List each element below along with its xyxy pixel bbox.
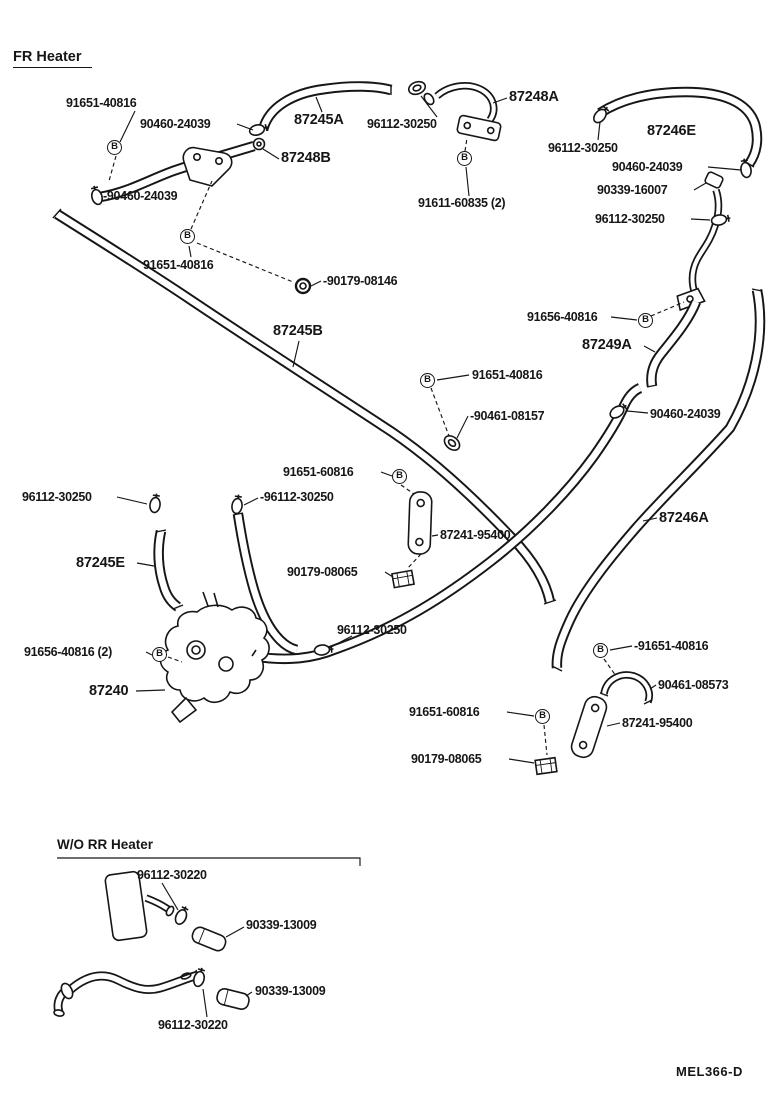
cushion-90179-08065-lower bbox=[534, 756, 558, 776]
part-label: 96112-30220 bbox=[137, 868, 207, 882]
part-label: 96112-30250 bbox=[22, 490, 92, 504]
grommet-90179-08146 bbox=[294, 277, 312, 295]
part-label: 91651-40816 bbox=[66, 96, 137, 110]
part-label: -90179-08146 bbox=[323, 274, 398, 288]
part-label: 90460-24039 bbox=[650, 407, 721, 421]
bolt-marker: B bbox=[392, 469, 407, 484]
stay-87241-95400-lower bbox=[570, 695, 608, 759]
part-label: 90179-08065 bbox=[287, 565, 358, 579]
part-label: -90461-08157 bbox=[470, 409, 545, 423]
bolt-marker: B bbox=[593, 643, 608, 658]
part-label: 87248A bbox=[509, 89, 559, 105]
bolt-marker: B bbox=[107, 140, 122, 155]
part-label: 87240 bbox=[89, 683, 129, 699]
part-label: 91656-40816 bbox=[527, 310, 598, 324]
section-title-wo-rr-heater: W/O RR Heater bbox=[57, 837, 154, 852]
hose-87245b bbox=[53, 208, 557, 604]
part-label: 87245B bbox=[273, 323, 323, 339]
hose-87248b bbox=[100, 137, 266, 198]
hose-90339-13009-upper bbox=[191, 926, 227, 952]
part-label: 87245E bbox=[76, 555, 125, 571]
clip-90461-08573 bbox=[599, 675, 652, 704]
unit-87240 bbox=[159, 591, 270, 724]
part-label: 96112-30250 bbox=[595, 212, 665, 226]
part-label: 87246A bbox=[659, 510, 709, 526]
pipe-87249-assembly bbox=[676, 171, 724, 312]
hose-87245e bbox=[156, 530, 184, 609]
part-label: -96112-30250 bbox=[260, 490, 334, 504]
hose-87245a bbox=[263, 85, 391, 130]
bracket-87248b bbox=[182, 146, 233, 187]
diagram-title: FR Heater bbox=[13, 49, 92, 68]
part-label: 96112-30250 bbox=[337, 623, 407, 637]
part-label: 87241-95400 bbox=[440, 528, 511, 542]
part-label: 91651-40816 bbox=[472, 368, 543, 382]
drawing-code: MEL366-D bbox=[676, 1064, 743, 1079]
part-label: 91651-60816 bbox=[283, 465, 354, 479]
cushion-90179-08065-upper bbox=[391, 569, 415, 589]
part-label: 90339-16007 bbox=[597, 183, 668, 197]
hose-87246a bbox=[552, 289, 762, 671]
part-label: 87245A bbox=[294, 112, 344, 128]
wo-rr-heater-parts bbox=[53, 857, 361, 1017]
part-label: 91656-40816 (2) bbox=[24, 645, 112, 659]
hose-90339-13009-lower bbox=[216, 988, 250, 1010]
bolt-marker: B bbox=[152, 647, 167, 662]
bolt-marker: B bbox=[420, 373, 435, 388]
bolt-marker: B bbox=[457, 151, 472, 166]
part-label: 96112-30250 bbox=[548, 141, 618, 155]
part-label: 91611-60835 (2) bbox=[418, 196, 506, 210]
part-label: 90461-08573 bbox=[658, 678, 729, 692]
stay-87241-95400-upper bbox=[407, 491, 433, 555]
leader-lines bbox=[116, 95, 742, 1018]
part-label: 90460-24039 bbox=[612, 160, 683, 174]
part-label: 96112-30250 bbox=[367, 117, 437, 131]
part-label: 87249A bbox=[582, 337, 632, 353]
part-label: 87241-95400 bbox=[622, 716, 693, 730]
part-label: 96112-30220 bbox=[158, 1018, 228, 1032]
part-label: 91651-60816 bbox=[409, 705, 480, 719]
part-label: 90179-08065 bbox=[411, 752, 482, 766]
part-label: 87246E bbox=[647, 123, 696, 139]
bolt-marker: B bbox=[535, 709, 550, 724]
hose-mid-left bbox=[233, 513, 297, 650]
part-label: 90339-13009 bbox=[246, 918, 317, 932]
bolt-marker: B bbox=[180, 229, 195, 244]
hose-87249a bbox=[647, 302, 696, 387]
bolt-marker: B bbox=[638, 313, 653, 328]
part-label: -90460-24039 bbox=[103, 189, 178, 203]
part-label: 87248B bbox=[281, 150, 331, 166]
dashed-lines bbox=[108, 137, 685, 756]
part-label: 91651-40816 bbox=[143, 258, 214, 272]
part-label: 90460-24039 bbox=[140, 117, 211, 131]
part-label: -91651-40816 bbox=[634, 639, 709, 653]
part-label: 90339-13009 bbox=[255, 984, 326, 998]
